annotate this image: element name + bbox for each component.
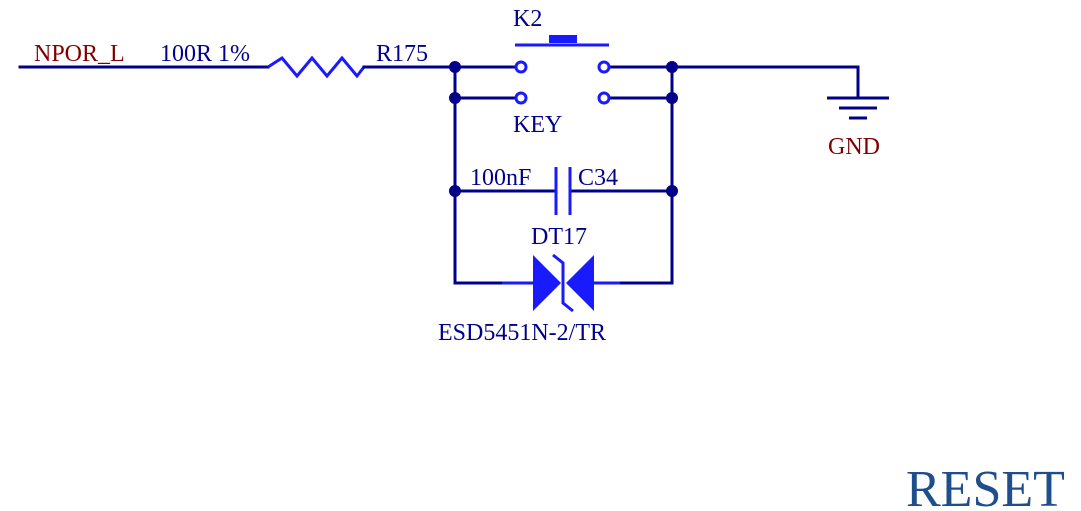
- switch-actuator-icon: [549, 35, 577, 43]
- tvs-cathode-bar-icon: [552, 253, 574, 313]
- net-label-npor: NPOR_L: [34, 41, 125, 67]
- switch-contact-4-icon: [597, 91, 611, 105]
- junction-dot: [666, 61, 678, 73]
- junction-dot: [666, 92, 678, 104]
- ground-label: GND: [828, 134, 880, 160]
- tvs-ref: DT17: [531, 224, 587, 250]
- tvs-triangle-right-icon: [566, 255, 594, 311]
- switch-contact-2-icon: [514, 91, 528, 105]
- capacitor-value: 100nF: [470, 165, 531, 191]
- switch-value: KEY: [513, 112, 562, 138]
- tvs-part-number: ESD5451N-2/TR: [438, 320, 606, 346]
- resistor-value: 100R 1%: [160, 41, 250, 67]
- junction-dot: [666, 185, 678, 197]
- switch-contact-3-icon: [597, 60, 611, 74]
- switch-ref: K2: [513, 6, 542, 32]
- junction-dot: [449, 185, 461, 197]
- tvs-triangle-left-icon: [533, 255, 561, 311]
- junction-dot: [449, 92, 461, 104]
- junction-dot: [449, 61, 461, 73]
- sheet-title: RESET: [906, 461, 1065, 511]
- resistor-ref: R175: [376, 41, 428, 67]
- switch-contact-1-icon: [514, 60, 528, 74]
- capacitor-ref: C34: [578, 165, 618, 191]
- resistor-r175-symbol: [267, 55, 366, 79]
